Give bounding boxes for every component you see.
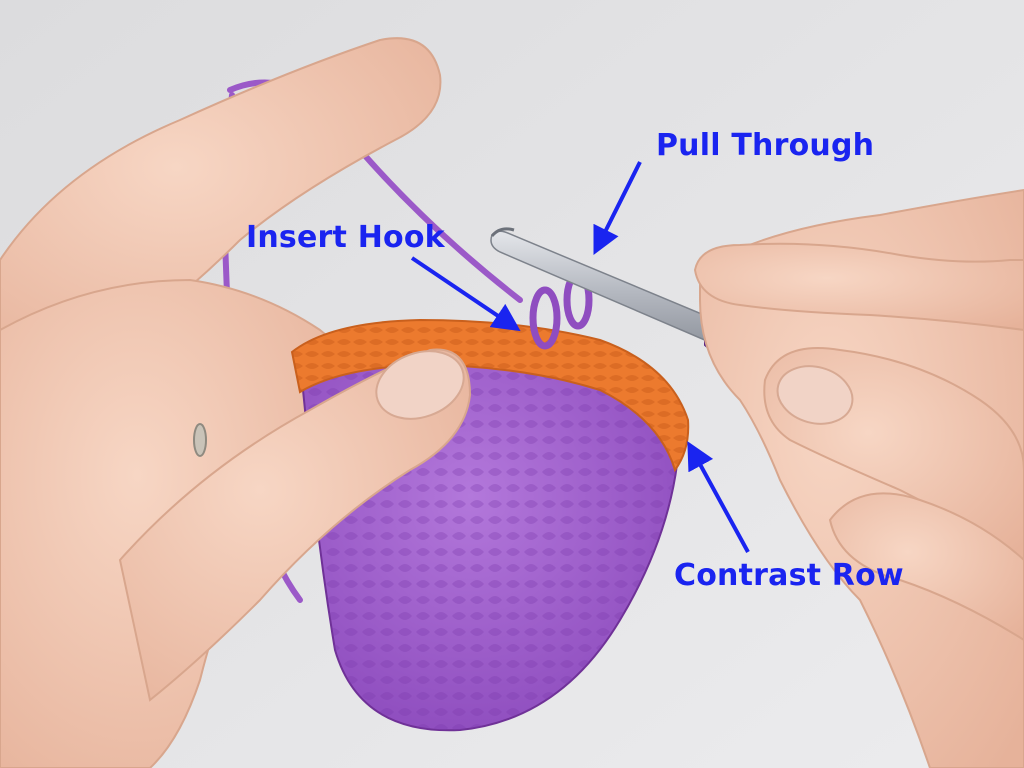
ring xyxy=(193,423,207,457)
arrow-icon xyxy=(593,161,642,256)
pull-through-label: Pull Through xyxy=(656,128,875,163)
right-index-finger xyxy=(693,242,1024,332)
hook-tip xyxy=(490,227,515,237)
contrast-row-label: Contrast Row xyxy=(674,558,904,593)
yarn-loop-1 xyxy=(529,286,561,350)
insert-hook-label: Insert Hook xyxy=(246,220,445,255)
left-thumbnail xyxy=(375,350,465,420)
right-thumbnail xyxy=(776,365,854,425)
left-index-finger xyxy=(0,37,442,362)
arrow-icon xyxy=(410,256,521,332)
right-hand xyxy=(699,188,1024,768)
right-lower-finger xyxy=(828,492,1024,642)
left-thumb xyxy=(118,348,472,702)
arrow-icon xyxy=(687,441,750,553)
